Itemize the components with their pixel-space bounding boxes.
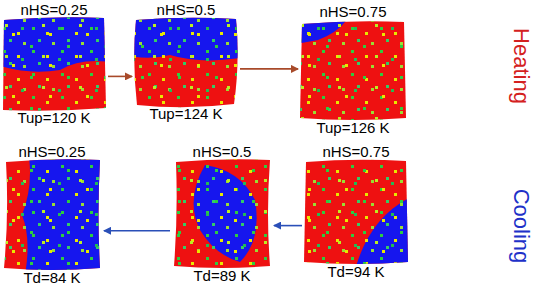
- fraction-label: nHS=0.5: [172, 144, 272, 160]
- fraction-label: nHS=0.75: [304, 144, 408, 160]
- panel-picture-area: [300, 20, 406, 120]
- process-label: Heating: [509, 28, 533, 104]
- temperature-label: Tup=120 K: [2, 110, 106, 126]
- fraction-label: nHS=0.5: [134, 2, 238, 18]
- process-label: Cooling: [509, 189, 533, 264]
- panel-picture-area: [304, 160, 408, 264]
- transition-arrow: [240, 68, 298, 70]
- temperature-label: Td=94 K: [304, 264, 408, 280]
- snapshot-panel: nHS=0.25Tup=120 K: [2, 2, 106, 126]
- panel-picture-area: [134, 18, 238, 106]
- temperature-label: Td=84 K: [2, 270, 102, 286]
- temperature-label: Tup=126 K: [300, 120, 406, 136]
- fraction-label: nHS=0.25: [2, 144, 102, 160]
- snapshot-panel: nHS=0.25Td=84 K: [2, 144, 102, 286]
- transition-arrow: [274, 225, 302, 227]
- panel-picture-area: [172, 160, 272, 268]
- snapshot-panel: nHS=0.75Td=94 K: [304, 144, 408, 280]
- temperature-label: Td=89 K: [172, 268, 272, 284]
- panel-picture-area: [2, 160, 102, 270]
- fraction-label: nHS=0.75: [300, 4, 406, 20]
- fraction-label: nHS=0.25: [2, 2, 106, 18]
- snapshot-panel: nHS=0.5Tup=124 K: [134, 2, 238, 122]
- panel-picture-area: [2, 18, 106, 110]
- temperature-label: Tup=124 K: [134, 106, 238, 122]
- snapshot-panel: nHS=0.75Tup=126 K: [300, 4, 406, 136]
- transition-arrow: [108, 76, 132, 78]
- transition-arrow: [104, 230, 170, 232]
- snapshot-panel: nHS=0.5Td=89 K: [172, 144, 272, 284]
